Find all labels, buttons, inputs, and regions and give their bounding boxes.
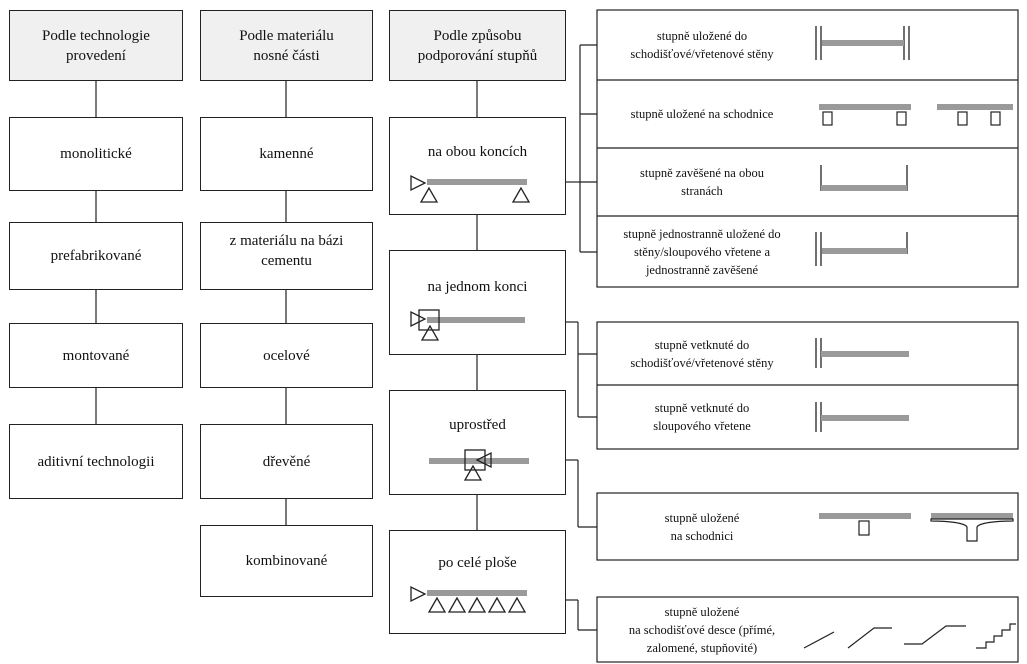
material-item-combined: kombinované <box>200 525 373 597</box>
tech-item-prefabricated: prefabrikované <box>9 222 183 290</box>
support-item-full-surface: po celé ploše <box>389 530 566 634</box>
detail-label-cantilever-column: stupně vetknuté do sloupového vřetene <box>599 387 805 447</box>
material-item-label: z materiálu na bázi cementu <box>229 233 344 269</box>
tech-item-label: monolitické <box>60 146 132 162</box>
detail-text: stupně zavěšené na obou stranách <box>640 166 764 198</box>
tech-item-monolithic: monolitické <box>9 117 183 191</box>
detail-text: stupně vetknuté do sloupového vřetene <box>653 401 751 433</box>
detail-text: stupně uložené na schodnici <box>664 510 740 543</box>
detail-text: stupně uložené na schodišťové desce (pří… <box>628 604 776 655</box>
support-item-label: uprostřed <box>449 417 506 433</box>
support-item-both-ends: na obou koncích <box>389 117 566 215</box>
material-item-label: kamenné <box>259 146 314 162</box>
support-item-label: na jednom konci <box>427 279 528 295</box>
tech-item-label: montované <box>62 347 130 364</box>
detail-label-one-side-hung: stupně jednostranně uložené do stěny/slo… <box>599 218 805 285</box>
tech-item-assembled: montované <box>9 323 183 388</box>
central-stringer-step-icon <box>819 513 1014 542</box>
material-item-label: ocelové <box>263 347 310 364</box>
material-item-cement: z materiálu na bázi cementu <box>200 222 373 290</box>
middle-support-icon <box>429 449 529 481</box>
detail-text: stupně jednostranně uložené do stěny/slo… <box>623 226 781 277</box>
material-item-label: dřevěné <box>262 453 311 470</box>
full-surface-support-icon <box>410 585 527 613</box>
material-item-wood: dřevěné <box>200 424 373 499</box>
header-support-label: Podle způsobu podporování stupňů <box>417 27 538 64</box>
tech-item-label: aditivní technologii <box>37 453 155 470</box>
stringer-step-icon <box>819 104 1013 126</box>
one-end-support-icon <box>410 309 525 341</box>
header-technology: Podle technologie provedení <box>9 10 183 81</box>
slab-step-icon <box>803 623 1016 649</box>
detail-label-wall-embedded: stupně uložené do schodišťové/vřetenové … <box>599 12 805 78</box>
cantilever-column-step-icon <box>815 402 909 432</box>
both-ends-support-icon <box>410 174 531 203</box>
header-support: Podle způsobu podporování stupňů <box>389 10 566 81</box>
detail-text: stupně uložené na schodnice <box>630 107 774 121</box>
detail-label-cantilever-wall: stupně vetknuté do schodišťové/vřetenové… <box>599 324 805 384</box>
detail-text: stupně vetknuté do schodišťové/vřetenové… <box>630 338 774 370</box>
support-item-middle: uprostřed <box>389 390 566 495</box>
support-item-label: po celé ploše <box>438 555 517 571</box>
detail-label-central-stringer: stupně uložené na schodnici <box>599 495 805 558</box>
material-item-steel: ocelové <box>200 323 373 388</box>
tech-item-additive: aditivní technologii <box>9 424 183 499</box>
detail-text: stupně uložené do schodišťové/vřetenové … <box>630 29 774 61</box>
header-material-label: Podle materiálu nosné části <box>239 27 334 64</box>
material-item-stone: kamenné <box>200 117 373 191</box>
tech-item-label: prefabrikované <box>50 248 142 264</box>
support-item-one-end: na jednom konci <box>389 250 566 355</box>
hung-step-icon <box>820 165 908 191</box>
support-item-label: na obou koncích <box>427 144 528 160</box>
header-material: Podle materiálu nosné části <box>200 10 373 81</box>
one-side-hung-step-icon <box>815 232 908 266</box>
detail-label-hung-both-sides: stupně zavěšené na obou stranách <box>599 150 805 214</box>
material-item-label: kombinované <box>245 553 328 569</box>
detail-label-stringers: stupně uložené na schodnice <box>599 82 805 146</box>
wall-embedded-step-icon <box>815 26 910 60</box>
cantilever-wall-step-icon <box>815 338 909 368</box>
header-technology-label: Podle technologie provedení <box>42 27 150 64</box>
detail-label-slab: stupně uložené na schodišťové desce (pří… <box>599 599 805 660</box>
